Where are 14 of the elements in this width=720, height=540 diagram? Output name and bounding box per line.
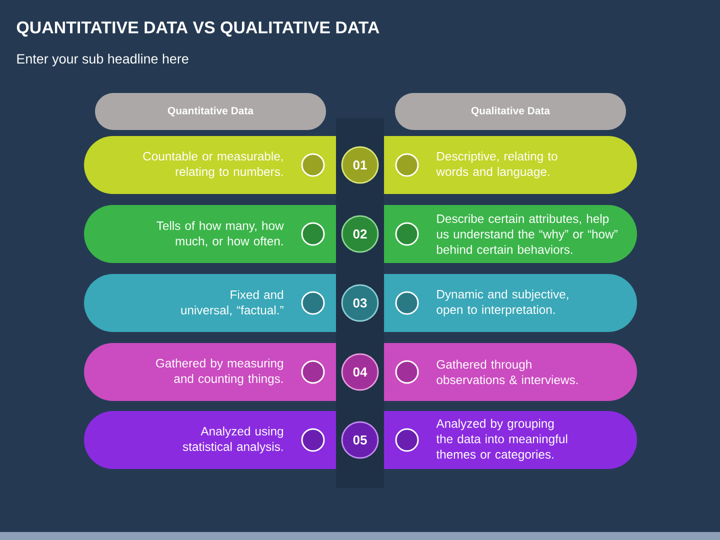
row-band: Tells of how many, how much, or how often. [84,205,336,263]
column-header: Quantitative Data [95,93,326,130]
column-header: Qualitative Data [395,93,626,130]
row-band: Analyzed by grouping the data into meaningful themes or categories. [384,411,637,469]
row-band: Describe certain attributes, help us understand the “why” or “how” behind certain behaviors. [384,205,637,263]
row-band: Gathered through observations & interviews. [384,343,637,401]
row-band: Countable or measurable, relating to numbers. [84,136,336,194]
row-band: Dynamic and subjective, open to interpretation. [384,274,637,332]
row-band: Analyzed using statistical analysis. [84,411,336,469]
row-band: Fixed and universal, “factual.” [84,274,336,332]
title: QUANTITATIVE DATA VS QUALITATIVE DATA [16,21,380,37]
subtitle: Enter your sub headline here [17,54,188,66]
row-band: Gathered by measuring and counting things. [84,343,336,401]
row-band: Descriptive, relating to words and language. [384,136,637,194]
